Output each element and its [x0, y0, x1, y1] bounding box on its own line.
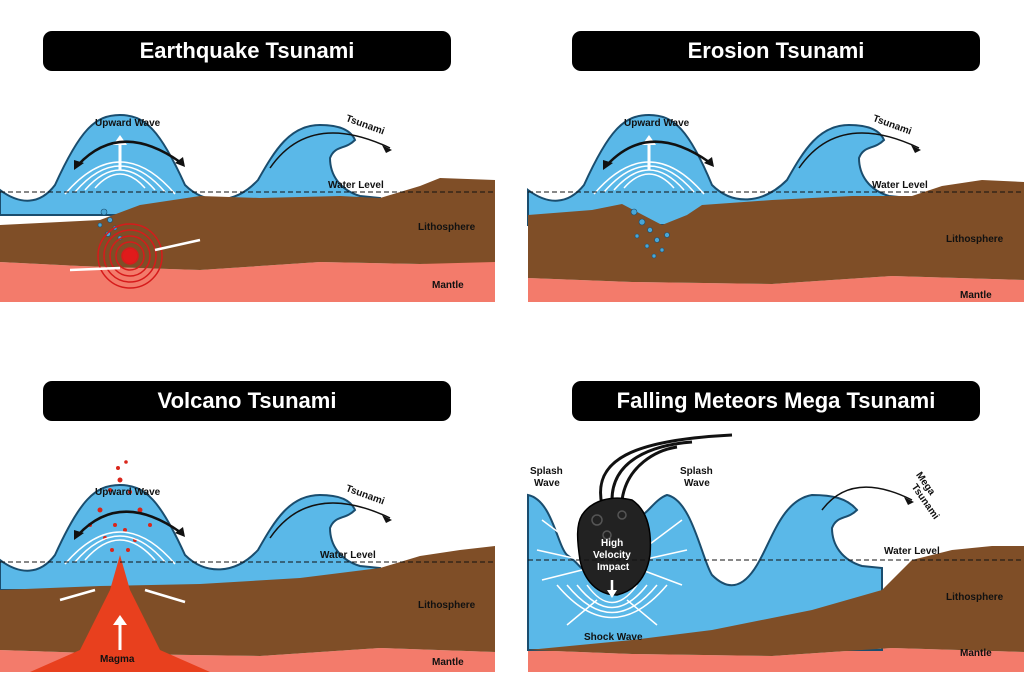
lithosphere-label: Lithosphere [946, 234, 1004, 245]
ocean-water [0, 483, 381, 591]
push-arrow-right [154, 238, 201, 252]
magma-label: Magma [100, 654, 135, 665]
volcano-diagram: Upward Wave Tsunami Water Level Lithosph… [0, 460, 495, 672]
ocean-water [527, 113, 910, 226]
panel-title: Earthquake Tsunami [43, 31, 451, 71]
tsunami-arrow [269, 132, 391, 169]
upward-wave-arrow [606, 140, 710, 166]
flow-arrow-left [59, 588, 96, 602]
upward-wave-label: Upward Wave [95, 487, 161, 498]
shock-wave-label: Shock Wave [584, 632, 643, 643]
lithosphere-label: Lithosphere [946, 592, 1004, 603]
earthquake-tsunami-panel: Upward Wave Tsunami Water Level Lithosph… [0, 0, 512, 350]
lithosphere-layer [528, 180, 1024, 284]
lithosphere-label: Lithosphere [418, 600, 476, 611]
tsunami-arrow [798, 132, 920, 169]
erosion-tsunami-panel: Upward Wave Tsunami Water Level Lithosph… [512, 0, 1024, 350]
upward-wave-label: Upward Wave [624, 118, 690, 129]
meteor-trails [599, 433, 733, 506]
meteor [576, 497, 652, 596]
volcano-magma [30, 555, 210, 672]
meteor-tsunami-panel: Splash Wave Splash Wave Mega Tsunami Hig… [512, 350, 1024, 700]
tsunami-arrow [269, 502, 391, 539]
mantle-label: Mantle [432, 280, 464, 291]
water-level-label: Water Level [872, 180, 928, 191]
impact-label-2: Velocity [593, 550, 631, 561]
panel-title: Erosion Tsunami [572, 31, 980, 71]
flow-arrow-right [144, 588, 186, 604]
panel-title: Falling Meteors Mega Tsunami [572, 381, 980, 421]
water-level-label: Water Level [320, 550, 376, 561]
mantle-label: Mantle [960, 648, 992, 659]
epicenter-rings [97, 223, 163, 289]
erosion-diagram: Upward Wave Tsunami Water Level Lithosph… [527, 113, 1024, 302]
splash-wave-label-right-2: Wave [684, 478, 710, 489]
lithosphere-label: Lithosphere [418, 222, 476, 233]
meteor-diagram: Splash Wave Splash Wave Mega Tsunami Hig… [527, 433, 1024, 672]
water-level-label: Water Level [328, 180, 384, 191]
push-arrow-left [69, 266, 121, 272]
mantle-layer [528, 648, 1024, 672]
splash-wave-label-left: Splash [530, 466, 563, 477]
mantle-layer [528, 276, 1024, 302]
earthquake-diagram: Upward Wave Tsunami Water Level Lithosph… [0, 113, 495, 302]
mantle-label: Mantle [960, 290, 992, 301]
lithosphere-layer [0, 178, 495, 270]
impact-label-1: High [601, 538, 623, 549]
mega-tsunami-arrow [821, 486, 913, 511]
splash-wave-label-right: Splash [680, 466, 713, 477]
water-level-label: Water Level [884, 546, 940, 557]
mantle-label: Mantle [432, 657, 464, 668]
fault-debris [97, 208, 123, 241]
splash-wave-label-left-2: Wave [534, 478, 560, 489]
impact-label-3: Impact [597, 562, 630, 573]
upward-wave-arrow [77, 140, 181, 166]
shock-wave-arcs [556, 584, 668, 619]
wave-arcs [64, 531, 176, 565]
upward-wave-arrow [77, 510, 181, 536]
lithosphere-layer [528, 546, 1024, 656]
ocean-water [0, 113, 381, 216]
panel-title: Volcano Tsunami [43, 381, 451, 421]
meteor-craters [591, 510, 627, 540]
erosion-debris [630, 208, 670, 259]
volcano-tsunami-panel: Upward Wave Tsunami Water Level Lithosph… [0, 350, 512, 700]
upward-wave-label: Upward Wave [95, 118, 161, 129]
